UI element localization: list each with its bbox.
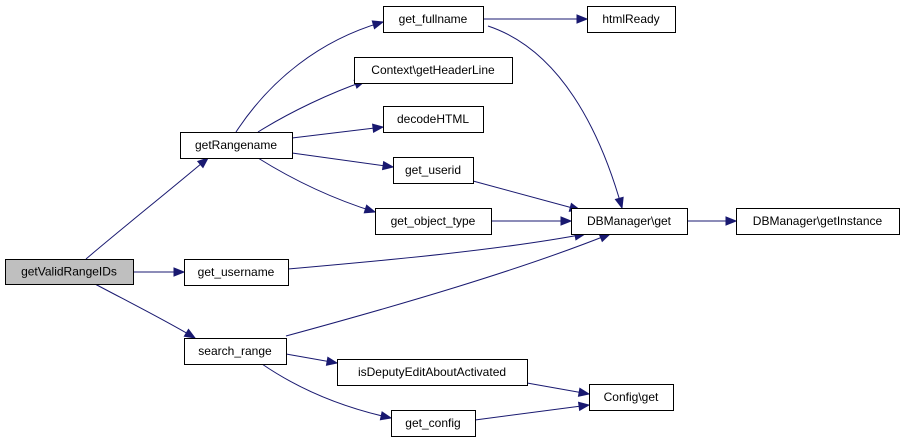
edge-getRangename-to-get_fullname (235, 20, 385, 133)
arrowhead (325, 356, 339, 366)
node-get-fullname[interactable]: get_fullname (383, 6, 484, 33)
node-get-config[interactable]: get_config (391, 410, 476, 437)
node-label: isDeputyEditAboutActivated (358, 365, 506, 379)
node-label: htmlReady (602, 12, 659, 26)
edge-getValidRangeIDs-to-search_range (94, 283, 197, 339)
edge-line (472, 180, 581, 211)
edge-line (257, 80, 366, 133)
edge-line (487, 25, 623, 209)
node-box[interactable] (393, 157, 474, 184)
node-box[interactable] (180, 132, 293, 159)
arrowhead (725, 216, 738, 226)
node-getvalidrangeids[interactable]: getValidRangeIDs (5, 259, 134, 285)
edge-search_range-to-get_config (261, 363, 393, 421)
node-isdeputyeditaboutactivated[interactable]: isDeputyEditAboutActivated (337, 359, 528, 386)
arrowhead (577, 401, 591, 412)
node-label: get_object_type (391, 214, 476, 228)
arrowhead (372, 123, 385, 133)
edge-line (257, 157, 376, 213)
node-dbmanager-getinstance[interactable]: DBManager\getInstance (736, 208, 900, 235)
arrowhead (577, 387, 591, 397)
edge-line (85, 157, 209, 260)
node-label: getValidRangeIDs (21, 265, 117, 279)
node-label: getRangename (195, 138, 277, 152)
node-layer: getValidRangeIDs getRangename get_username… (5, 6, 900, 437)
edge-line (291, 152, 394, 168)
node-box[interactable] (184, 259, 289, 286)
arrowhead (560, 216, 573, 226)
edge-line (287, 233, 586, 270)
edge-getRangename-to-context_getHeaderLine (257, 79, 367, 133)
node-getrangename[interactable]: getRangename (180, 132, 293, 159)
node-label: Config\get (604, 390, 659, 404)
node-label: search_range (198, 344, 272, 358)
node-label: get_userid (405, 163, 461, 177)
node-box[interactable] (354, 57, 513, 84)
node-htmlready[interactable]: htmlReady (587, 6, 676, 33)
node-box[interactable] (571, 208, 688, 235)
node-box[interactable] (391, 410, 476, 437)
edge-line (474, 404, 590, 421)
arrowhead (196, 157, 210, 169)
arrowhead (379, 411, 393, 421)
edge-get_object_type-to-dbmanager_get (491, 216, 573, 226)
edge-line (94, 283, 196, 339)
edge-get_fullname-to-dbmanager_get (487, 25, 624, 210)
edge-dbmanager_get-to-dbmanager_getInstance (687, 216, 738, 226)
node-label: decodeHTML (397, 112, 469, 126)
node-label: DBManager\get (587, 214, 672, 228)
node-box[interactable] (383, 106, 484, 133)
node-config-get[interactable]: Config\get (589, 384, 674, 411)
node-dbmanager-get[interactable]: DBManager\get (571, 208, 688, 235)
edge-getRangename-to-get_object_type (257, 157, 377, 214)
node-label: get_username (198, 265, 275, 279)
edge-line (291, 126, 384, 139)
arrowhead (381, 160, 395, 171)
edge-get_config-to-config_get (474, 401, 591, 421)
edge-line (261, 363, 392, 419)
edge-get_userid-to-dbmanager_get (472, 180, 582, 212)
node-get-userid[interactable]: get_userid (393, 157, 474, 184)
node-context-getheaderline[interactable]: Context\getHeaderLine (354, 57, 513, 84)
node-get-object-type[interactable]: get_object_type (375, 208, 492, 235)
edge-get_fullname-to-htmlReady (483, 14, 589, 24)
node-decodehtml[interactable]: decodeHTML (383, 106, 484, 133)
arrowhead (183, 328, 197, 339)
edge-search_range-to-isDeputyEditAboutActivated (285, 353, 339, 366)
node-box[interactable] (589, 384, 674, 411)
arrowhead (371, 20, 385, 30)
node-get-username[interactable]: get_username (184, 259, 289, 286)
edge-getRangename-to-decodeHTML (291, 123, 385, 139)
arrowhead (173, 267, 186, 277)
edge-line (235, 21, 384, 133)
edge-getRangename-to-get_userid (291, 152, 395, 171)
node-label: DBManager\getInstance (753, 214, 883, 228)
arrowhead (598, 233, 612, 243)
node-box[interactable] (5, 259, 134, 285)
node-box[interactable] (184, 338, 287, 365)
node-box[interactable] (587, 6, 676, 33)
node-box[interactable] (736, 208, 900, 235)
edge-get_username-to-dbmanager_get (287, 231, 587, 270)
arrowhead (614, 196, 624, 210)
arrowhead (576, 14, 589, 24)
node-box[interactable] (337, 359, 528, 386)
edge-getValidRangeIDs-to-getRangename (85, 157, 210, 260)
edge-getValidRangeIDs-to-get_username (133, 267, 186, 277)
node-box[interactable] (383, 6, 484, 33)
edge-line (285, 233, 611, 337)
edge-isDeputyEditAboutActivated-to-config_get (526, 382, 591, 397)
node-search-range[interactable]: search_range (184, 338, 287, 365)
node-label: get_fullname (399, 12, 468, 26)
arrowhead (363, 204, 377, 214)
edge-search_range-to-dbmanager_get (285, 233, 612, 337)
node-label: Context\getHeaderLine (371, 63, 495, 77)
node-box[interactable] (375, 208, 492, 235)
node-label: get_config (405, 416, 460, 430)
